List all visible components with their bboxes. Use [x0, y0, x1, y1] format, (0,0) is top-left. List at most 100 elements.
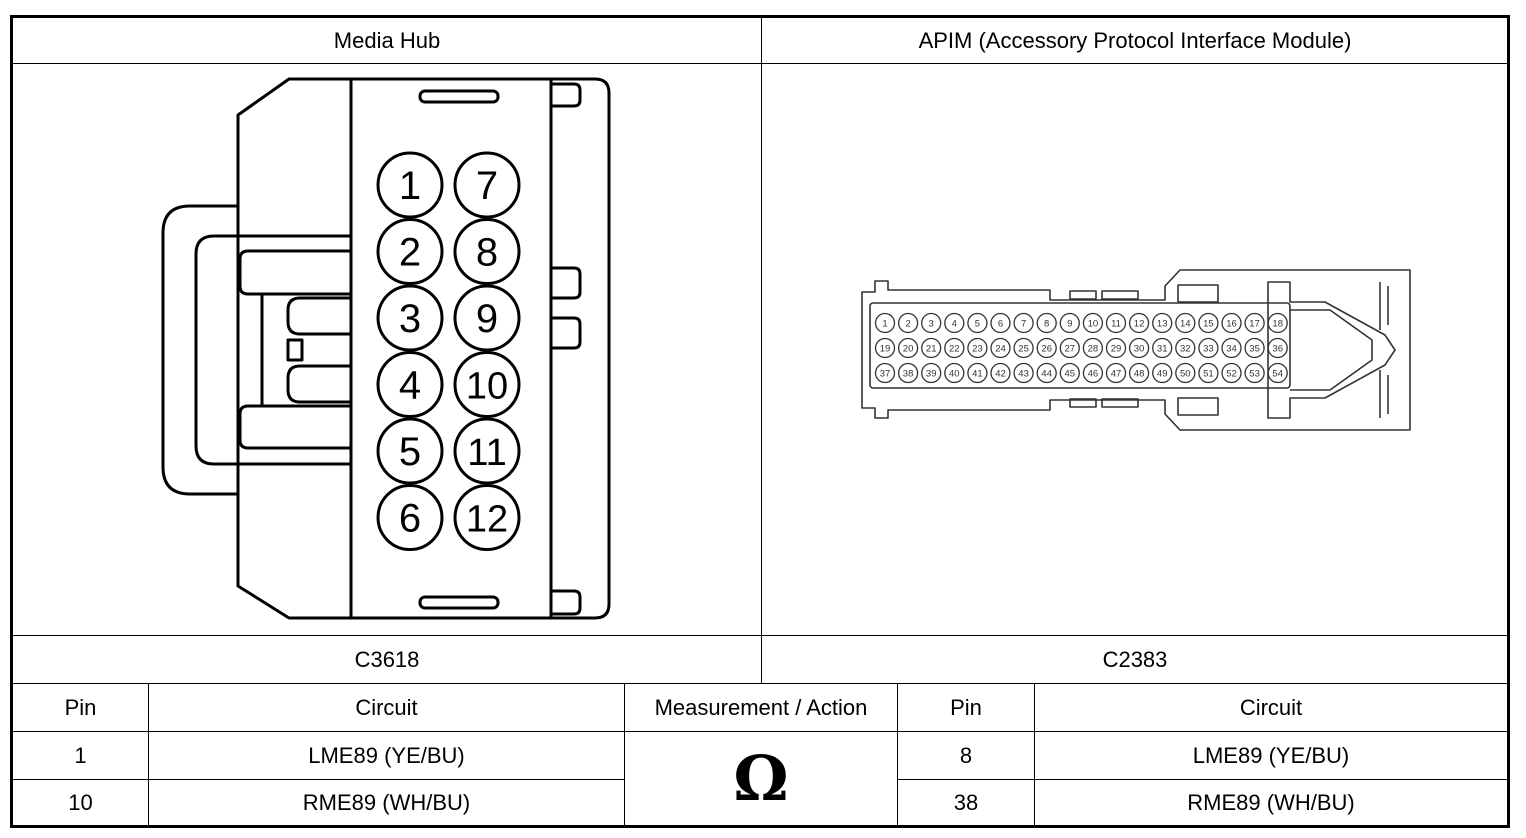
pin-circle	[1267, 312, 1288, 334]
divider	[624, 683, 625, 828]
table-row-2-circuit-right: RME89 (WH/BU)	[1187, 789, 1355, 815]
pin-label: 23	[972, 344, 983, 355]
divider	[897, 683, 898, 828]
pin-circle	[1244, 312, 1265, 334]
pin-circle	[1059, 362, 1080, 384]
header-measurement: Measurement / Action	[654, 694, 868, 720]
pin-circle	[453, 284, 521, 352]
pin-label: 22	[949, 344, 960, 355]
pin-label: 5	[975, 319, 980, 330]
pin-label: 13	[1157, 319, 1168, 330]
pin-label: 8	[1044, 319, 1049, 330]
pin-label: 11	[1111, 319, 1121, 330]
pin-circle	[453, 218, 521, 285]
pin-label: 50	[1180, 369, 1191, 380]
pin-circle	[1013, 362, 1034, 384]
divider	[897, 779, 1510, 780]
pin-circle	[1059, 337, 1080, 359]
pin-circle	[967, 362, 988, 384]
pin-label: 42	[995, 369, 1006, 380]
pin-label: 15	[1203, 319, 1214, 330]
pin-circle	[453, 351, 521, 418]
pin-circle	[1036, 362, 1057, 384]
pin-circle	[376, 151, 444, 219]
divider	[10, 779, 625, 780]
pin-label: 7	[476, 164, 498, 208]
pin-circle	[1152, 312, 1173, 334]
pin-circle	[1128, 337, 1150, 359]
pin-label: 7	[1021, 319, 1026, 330]
pin-label: 37	[880, 369, 891, 380]
pin-label: 5	[399, 430, 421, 474]
table-row-1-pin-right: 8	[959, 742, 973, 768]
pin-label: 14	[1180, 319, 1191, 330]
pin-circle	[1152, 362, 1173, 384]
pin-circle	[944, 337, 965, 359]
pin-circle	[897, 362, 919, 384]
pin-label: 43	[1018, 369, 1029, 380]
pin-circle	[1152, 337, 1173, 359]
pin-circle	[1082, 337, 1104, 359]
pin-circle	[921, 312, 942, 334]
pin-label: 2	[399, 231, 421, 275]
pin-label: 9	[1067, 319, 1072, 330]
table-row-1-circuit-left: LME89 (YE/BU)	[308, 742, 465, 768]
pin-circle	[990, 362, 1011, 384]
divider	[10, 683, 1510, 684]
pin-label: 41	[972, 369, 983, 380]
pin-label: 33	[1203, 344, 1214, 355]
pin-circle	[990, 337, 1011, 359]
header-circuit-left: Circuit	[355, 694, 418, 720]
pin-circle	[990, 312, 1011, 334]
table-row-1-circuit-right: LME89 (YE/BU)	[1192, 742, 1350, 768]
pin-label: 6	[998, 319, 1003, 330]
divider	[1034, 683, 1035, 828]
divider	[10, 635, 1510, 636]
pin-circle	[453, 417, 521, 485]
pin-circle	[1198, 312, 1219, 334]
pin-circle	[453, 151, 521, 219]
pin-circle	[376, 284, 444, 352]
divider	[148, 683, 149, 828]
pin-circle	[1128, 312, 1150, 334]
pin-circle	[1059, 312, 1080, 334]
pin-label: 21	[926, 344, 937, 355]
divider	[761, 15, 762, 684]
pin-label: 34	[1226, 344, 1237, 355]
pin-label: 17	[1249, 319, 1260, 330]
pin-circle	[1082, 362, 1104, 384]
pin-circle	[944, 312, 965, 334]
pin-label: 38	[903, 369, 914, 380]
table-row-2-pin-right: 38	[953, 789, 979, 815]
pin-label: 40	[949, 369, 960, 380]
pin-label: 24	[995, 344, 1006, 355]
pin-label: 39	[926, 369, 937, 380]
pin-label: 1	[882, 319, 887, 330]
pin-circle	[376, 351, 444, 418]
diagram-frame	[10, 15, 1510, 828]
pin-label: 9	[476, 297, 498, 341]
pin-circle	[874, 312, 896, 334]
pin-circle	[1128, 362, 1150, 384]
pin-label: 12	[1134, 319, 1145, 330]
pin-circle	[1198, 337, 1219, 359]
pin-label: 4	[399, 364, 421, 408]
pin-circle	[376, 218, 444, 285]
pin-label: 53	[1249, 369, 1260, 380]
pin-label: 1	[399, 164, 421, 208]
ohm-symbol: Ω	[733, 741, 789, 815]
pin-label: 19	[880, 344, 891, 355]
pin-circle	[1244, 362, 1265, 384]
pin-circle	[897, 312, 919, 334]
pin-circle	[1221, 312, 1242, 334]
pin-circle	[1267, 362, 1288, 384]
header-pin-left: Pin	[64, 694, 97, 720]
pin-label: 28	[1088, 344, 1099, 355]
media-hub-title: Media Hub	[333, 27, 441, 53]
pin-label: 18	[1272, 319, 1283, 330]
pin-label: 36	[1272, 344, 1283, 355]
pin-circle	[1013, 337, 1034, 359]
pin-label: 46	[1088, 369, 1099, 380]
pin-label: 10	[466, 366, 508, 408]
pin-circle	[1244, 337, 1265, 359]
